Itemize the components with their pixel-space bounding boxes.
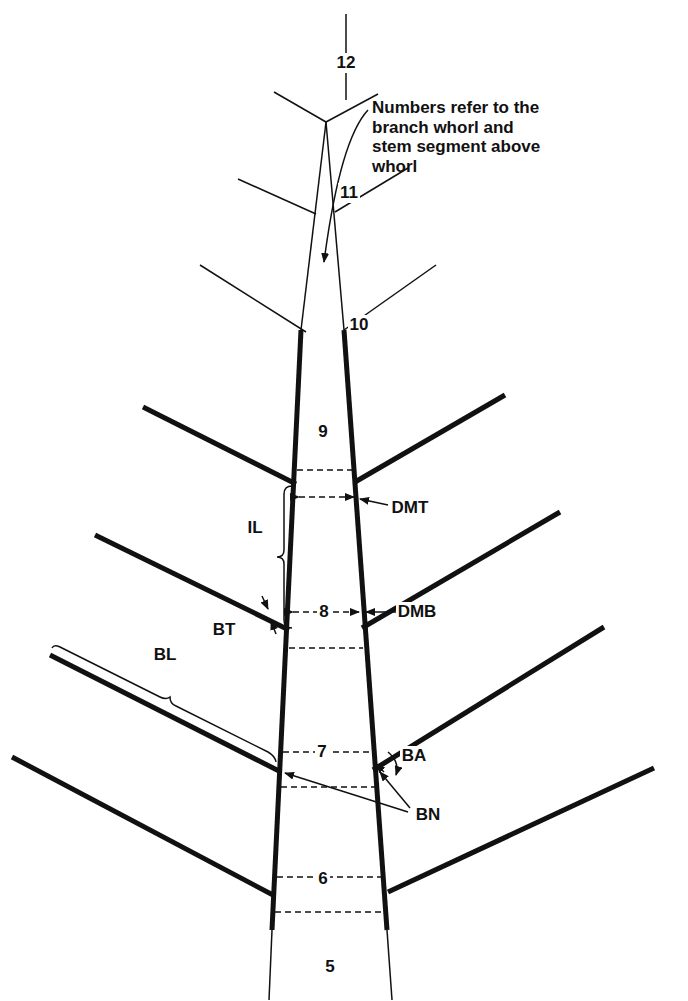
segment-dashes (275, 470, 386, 912)
note-text: Numbers refer to the branch whorl and st… (370, 98, 559, 176)
dimension-label: DMT (390, 498, 431, 518)
dimension-label: IL (245, 518, 264, 538)
whorl-number: 5 (323, 957, 336, 977)
dimension-label: DMB (396, 602, 439, 622)
measure-marks (52, 110, 410, 812)
whorl-number: 10 (348, 315, 371, 335)
whorl-number: 7 (315, 742, 328, 762)
whorl-number: 6 (316, 869, 329, 889)
dimension-label: BA (400, 746, 429, 766)
dimension-label: BT (211, 620, 238, 640)
dimension-label: BN (414, 805, 443, 825)
thick-branches (12, 395, 654, 895)
whorl-number: 12 (335, 53, 358, 73)
whorl-number: 11 (338, 183, 360, 203)
whorl-number: 8 (317, 602, 330, 622)
dimension-label: BL (152, 645, 179, 665)
whorl-number: 9 (316, 422, 329, 442)
